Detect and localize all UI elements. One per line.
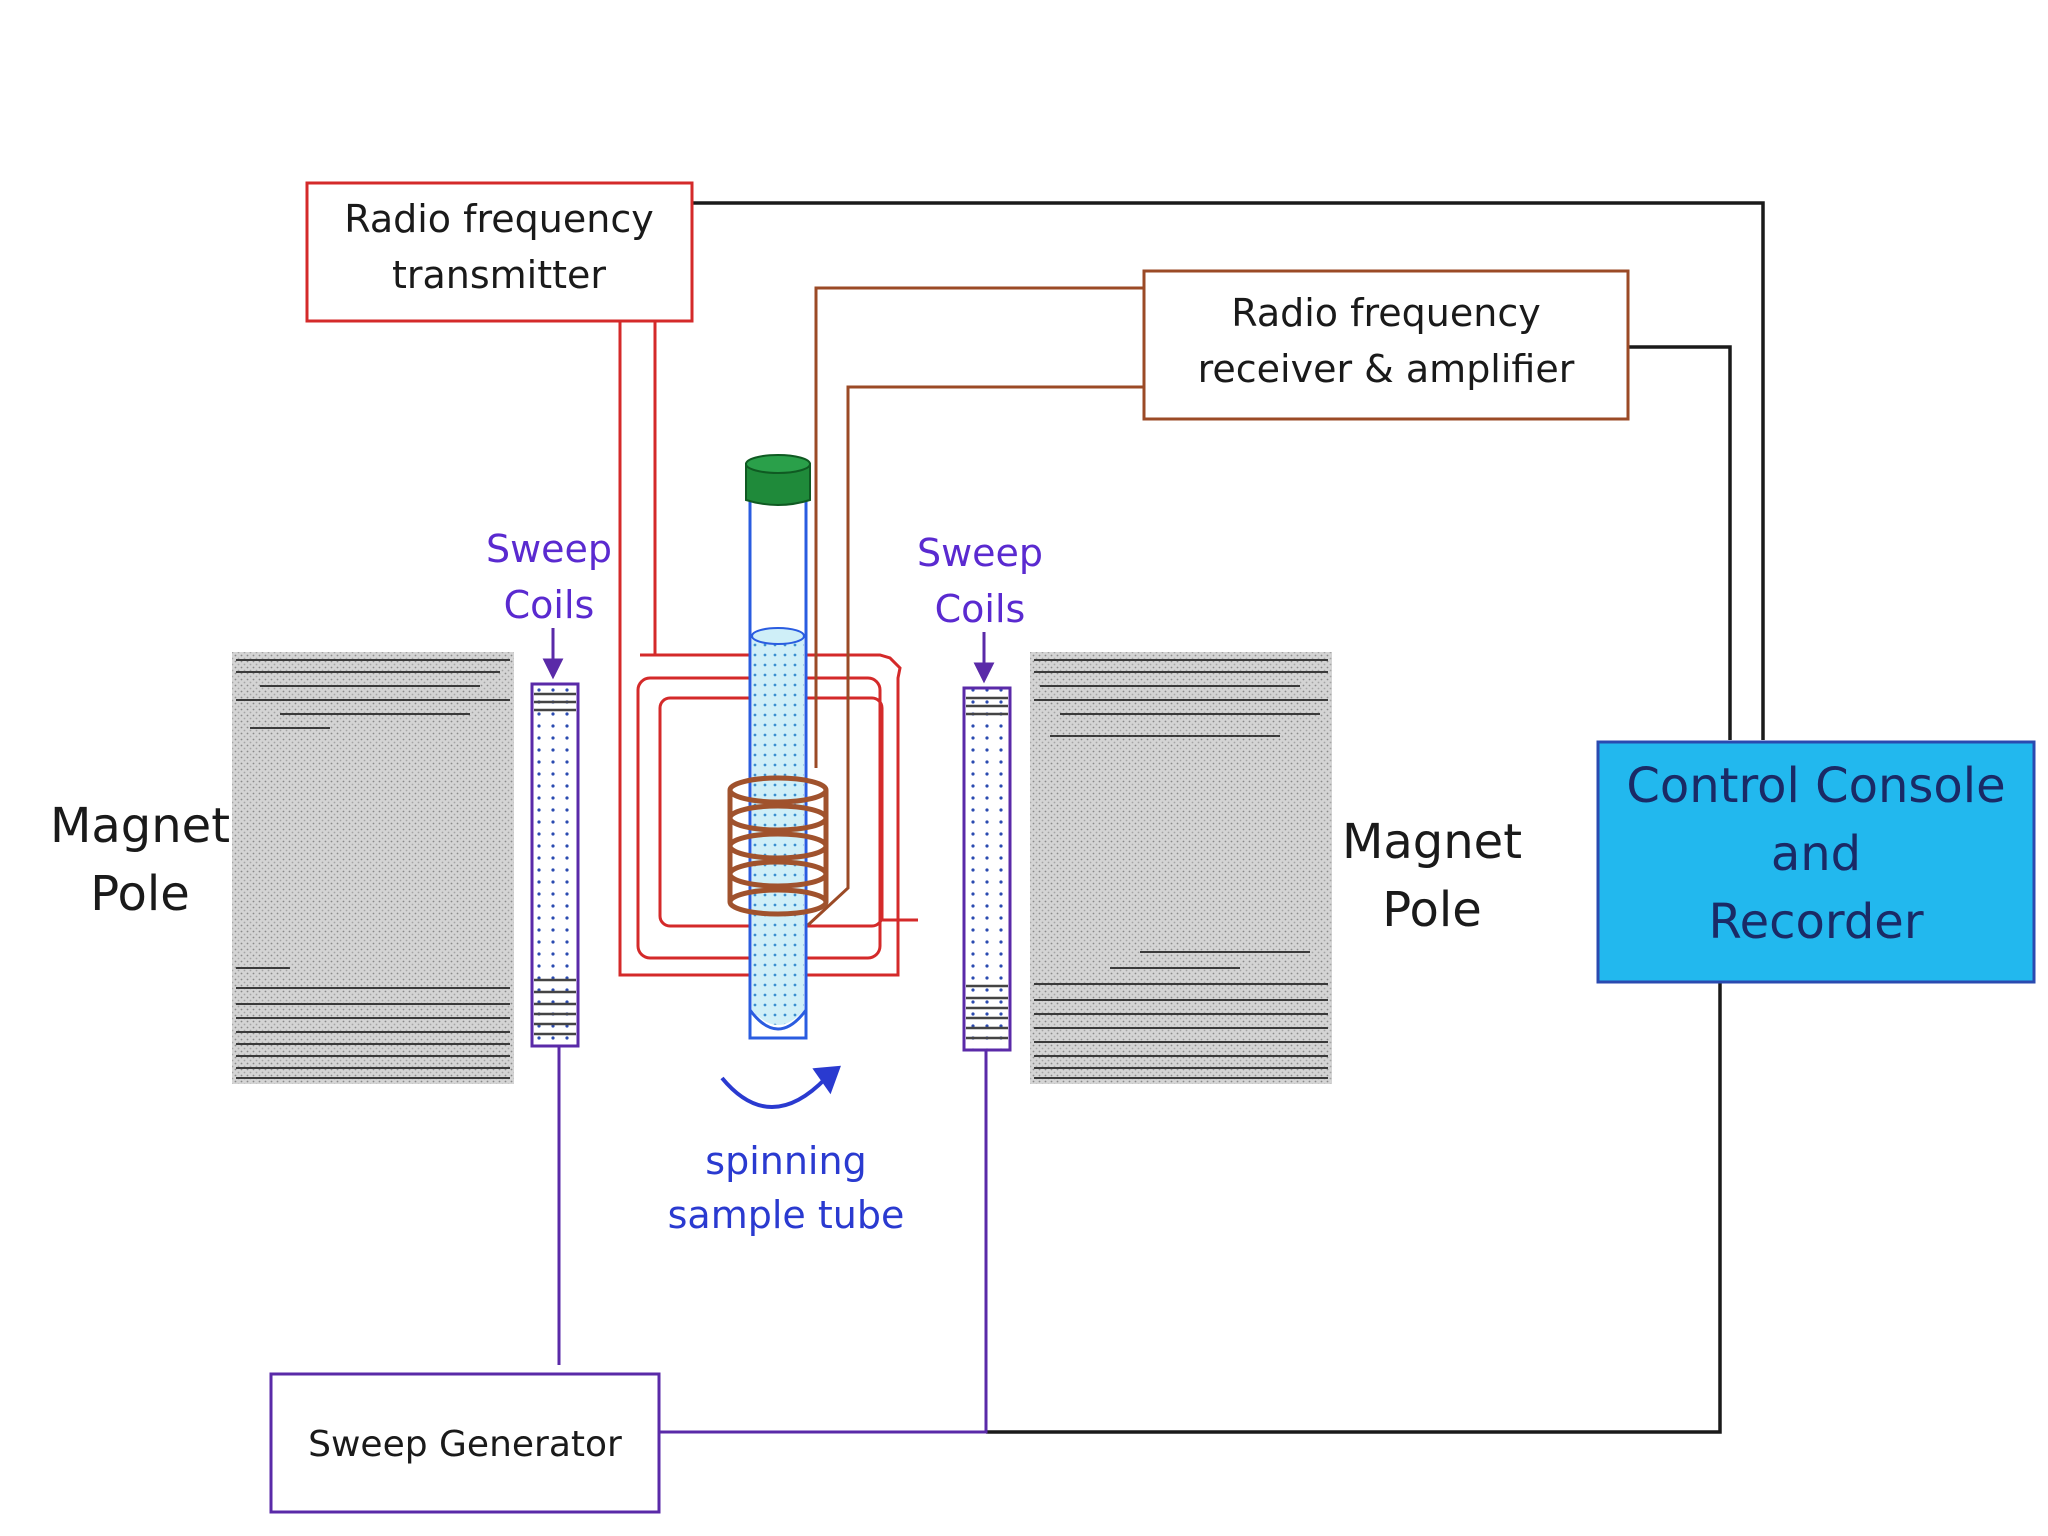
wire-receiver-upper (814, 286, 1144, 768)
wires-black (690, 201, 1765, 1434)
sample-tube-cap-icon (745, 463, 811, 506)
control-console-label: Control Console (1626, 758, 2005, 814)
wire-console-to-sweep-generator (986, 982, 1722, 1434)
magnet-pole-right-label: Magnet (1342, 814, 1522, 870)
sweep-coils-right-label: Sweep (917, 531, 1043, 575)
rf-receiver-label-2: receiver & amplifier (1198, 347, 1575, 391)
sample-tube (745, 454, 811, 1040)
wires-receiver (806, 286, 1144, 927)
rf-transmitter-box (305, 181, 694, 323)
sweep-coils-left-label-2: Coils (504, 583, 595, 627)
magnet-pole-right-block (1030, 652, 1332, 1084)
spinning-tube-label-2: sample tube (668, 1193, 905, 1237)
wire-sweep-right (660, 1050, 988, 1434)
control-console-label-2: and (1771, 826, 1861, 882)
wires-sweep (557, 1045, 988, 1434)
spinning-tube-label: spinning (705, 1139, 866, 1183)
sweep-coil-right (962, 686, 1012, 1052)
sweep-coils-right-label-2: Coils (935, 587, 1026, 631)
sweep-coil-left (530, 682, 580, 1048)
rf-transmitter-label-2: transmitter (392, 253, 606, 297)
magnet-pole-left-label: Magnet (50, 798, 230, 854)
sweep-generator-box (269, 1372, 661, 1514)
spin-arrow-icon (720, 1065, 841, 1109)
rf-receiver-label: Radio frequency (1231, 291, 1540, 335)
wire-transmitter-to-console (690, 201, 1765, 740)
sweep-coil-arrows (542, 628, 995, 684)
wire-loop-right (880, 712, 918, 922)
sweep-generator-label: Sweep Generator (308, 1424, 622, 1465)
wire-transmitter-outer (618, 320, 902, 977)
magnet-pole-right-label-2: Pole (1382, 882, 1481, 938)
rf-transmitter-label: Radio frequency (344, 197, 653, 241)
control-console-box (1596, 740, 2036, 984)
magnet-pole-left-block (232, 652, 514, 1084)
control-console-label-3: Recorder (1708, 894, 1923, 950)
rf-receiver-box (1142, 269, 1630, 421)
rf-coil-icon (727, 775, 829, 917)
wire-receiver-to-console (1628, 345, 1732, 740)
magnet-pole-left-label-2: Pole (90, 866, 189, 922)
wire-receiver-lower (806, 385, 1144, 927)
sweep-coils-left-label: Sweep (486, 527, 612, 571)
